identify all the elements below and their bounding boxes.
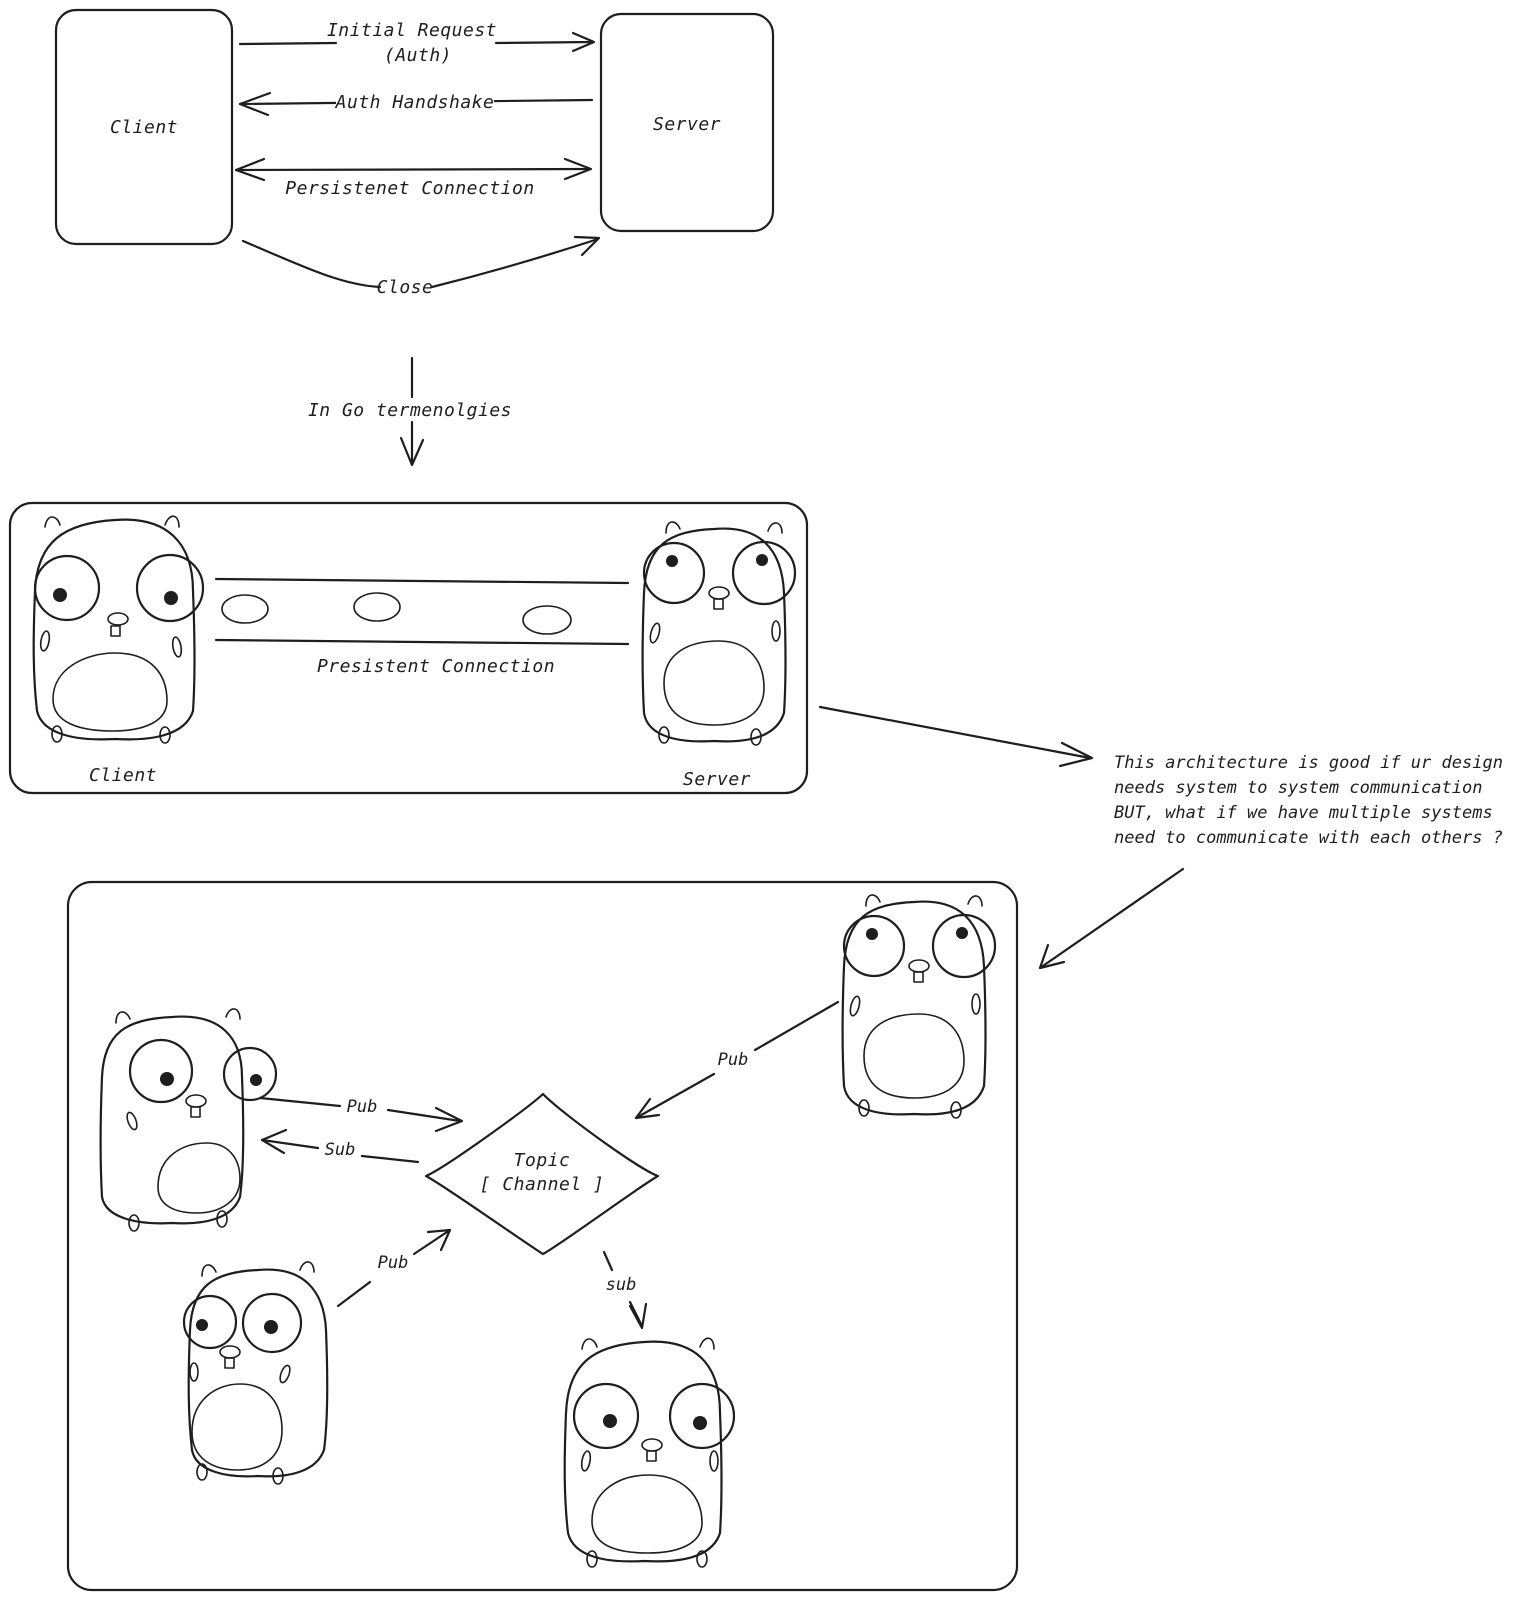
arrow-red-pub: Pub [634,1000,840,1120]
close-label: Close [377,277,434,298]
blue-pub-label: Pub [378,1253,409,1273]
server-box[interactable] [599,12,775,233]
message-bubble [522,605,572,635]
red-pub-label: Pub [718,1050,749,1070]
arrow-auth-handshake: Auth Handshake [238,90,594,117]
gopher-blue [182,1261,329,1485]
transition-arrow: In Go termenolgies [308,356,512,467]
arrow-blue-pub: Pub [336,1228,452,1308]
go-diagram-frame[interactable] [8,501,809,795]
arrow-green-pub: Pub [258,1096,464,1133]
note-line-1: This architecture is good if ur design [1114,753,1503,773]
message-bubble [221,594,269,624]
arrow-close: Close [241,235,601,298]
presistent-connection-label: Presistent Connection [317,656,555,677]
note-line-4: need to communicate with each others ? [1114,828,1503,848]
arrow-green-sub: Sub [260,1128,420,1164]
client-box-label: Client [110,117,178,138]
initial-request-label-2: (Auth) [384,45,452,66]
green-pub-label: Pub [347,1097,378,1117]
topic-channel[interactable] [424,1092,660,1256]
message-bubble [353,592,401,622]
pubsub-diagram: Topic [ Channel ] Pub Sub Pub Pu [66,880,1019,1592]
gopher-subscriber-purple [563,1337,736,1568]
initial-request-label-1: Initial Request [327,20,497,41]
auth-handshake-label: Auth Handshake [335,92,495,113]
note-line-3: BUT, what if we have multiple systems [1114,803,1493,823]
go-server-label: Server [683,769,751,790]
gopher-publisher-pink [841,894,997,1119]
arrow-persistent-connection: Persistenet Connection [234,157,593,199]
go-persistent-diagram: Presistent Connection Client Server [8,501,809,795]
server-box-label: Server [653,114,721,135]
green-sub-label: Sub [325,1140,356,1160]
note-line-2: needs system to system communication [1114,778,1482,798]
gopher-client-purple [32,515,205,744]
purple-sub-label: sub [606,1275,637,1295]
transition-label: In Go termenolgies [308,400,512,421]
architecture-note: This architecture is good if ur design n… [1114,753,1503,848]
channel-label: [ Channel ] [480,1174,605,1195]
pubsub-frame[interactable] [66,880,1019,1592]
top-diagram: Client Server Initial Request (Auth) Aut… [54,8,775,298]
gopher-server-pink [641,521,797,746]
gopher-green [99,1008,278,1232]
note-arrow-in [818,705,1094,768]
persistent-connection-label: Persistenet Connection [285,178,534,199]
arrow-purple-sub: sub [602,1250,648,1330]
client-box[interactable] [54,8,234,246]
go-client-label: Client [89,765,157,786]
topic-label: Topic [514,1150,571,1171]
arrow-initial-request: Initial Request (Auth) [238,20,596,66]
note-arrow-out [1038,867,1185,970]
